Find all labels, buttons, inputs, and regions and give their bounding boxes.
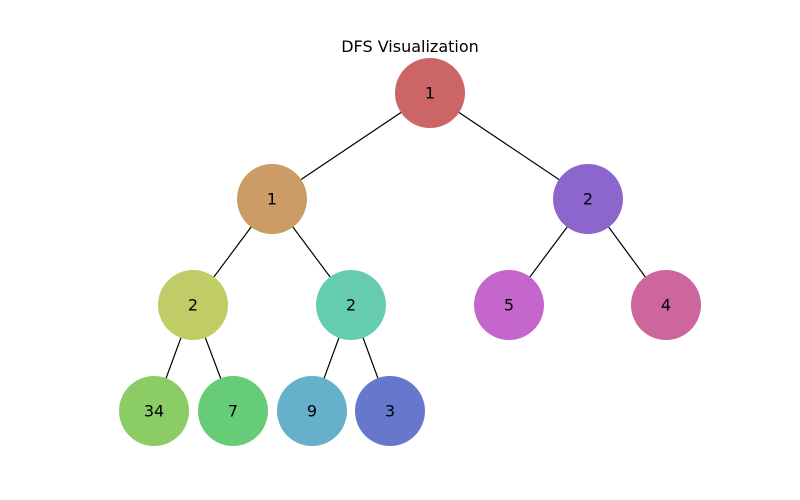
tree-node: 5 [474, 270, 544, 340]
node-circle [355, 376, 425, 446]
tree-node: 4 [631, 270, 701, 340]
node-label: 9 [307, 402, 317, 421]
node-circle [631, 270, 701, 340]
node-circle [158, 270, 228, 340]
node-label: 5 [504, 296, 514, 315]
tree-node: 3 [355, 376, 425, 446]
tree-node: 2 [316, 270, 386, 340]
tree-node: 7 [198, 376, 268, 446]
node-circle [474, 270, 544, 340]
edges-layer [153, 92, 667, 412]
node-label: 2 [188, 296, 198, 315]
node-circle [316, 270, 386, 340]
tree-node: 34 [119, 376, 189, 446]
tree-node: 1 [395, 58, 465, 128]
node-label: 7 [228, 402, 238, 421]
diagram-title: DFS Visualization [341, 37, 479, 56]
node-label: 34 [144, 402, 164, 421]
node-label: 1 [267, 190, 277, 209]
tree-node: 1 [237, 164, 307, 234]
node-label: 1 [425, 84, 435, 103]
node-circle [395, 58, 465, 128]
tree-node: 9 [277, 376, 347, 446]
tree-node: 2 [158, 270, 228, 340]
node-label: 2 [583, 190, 593, 209]
nodes-layer: 1 1 2 2 2 5 4 34 7 9 3 [119, 58, 701, 446]
node-circle [119, 376, 189, 446]
node-circle [237, 164, 307, 234]
node-circle [198, 376, 268, 446]
node-circle [553, 164, 623, 234]
node-label: 4 [661, 296, 671, 315]
node-label: 3 [385, 402, 395, 421]
node-label: 2 [346, 296, 356, 315]
node-circle [277, 376, 347, 446]
tree-node: 2 [553, 164, 623, 234]
